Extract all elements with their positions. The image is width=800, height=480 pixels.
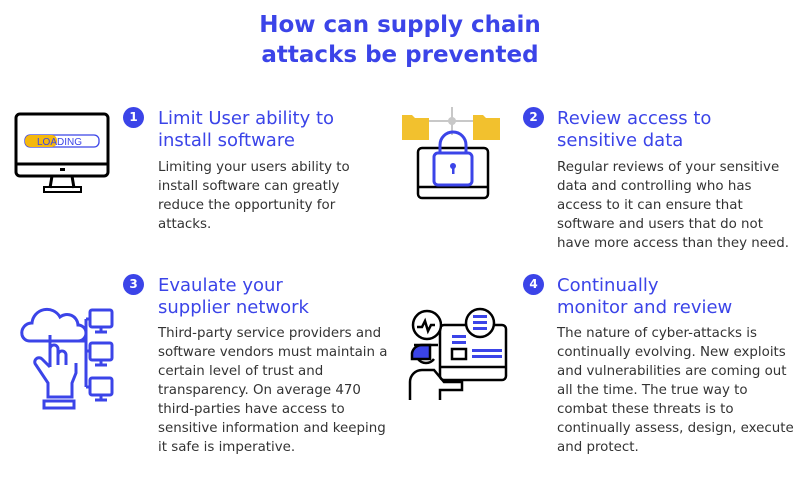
folder-icon	[473, 115, 500, 140]
monitoring-engineer-icon	[408, 307, 508, 400]
section-body: The nature of cyber-attacks is continual…	[557, 326, 794, 455]
monitor-loading-icon: LOADING	[14, 112, 110, 193]
page-title: How can supply chain attacks be prevente…	[0, 10, 800, 70]
title-line-2: attacks be prevented	[261, 42, 539, 68]
cloud-network-hand-icon	[20, 307, 114, 410]
section-heading: Review access to sensitive data	[557, 108, 712, 151]
section-body: Third-party service providers and softwa…	[158, 326, 388, 455]
section-heading: Limit User ability to install software	[158, 108, 335, 151]
section-heading: Evaulate your supplier network	[158, 275, 309, 318]
step-badge: 1	[123, 107, 144, 128]
title-line-1: How can supply chain	[259, 12, 541, 38]
folder-icon	[402, 115, 429, 140]
locked-data-monitor-icon	[402, 107, 500, 200]
section-heading: Continually monitor and review	[557, 275, 733, 318]
section-body: Regular reviews of your sensitive data a…	[557, 160, 789, 251]
step-badge: 2	[523, 107, 544, 128]
step-badge: 4	[523, 274, 544, 295]
step-badge: 3	[123, 274, 144, 295]
section-body: Limiting your users ability to install s…	[158, 160, 350, 232]
loading-text: LOADING	[37, 137, 82, 148]
